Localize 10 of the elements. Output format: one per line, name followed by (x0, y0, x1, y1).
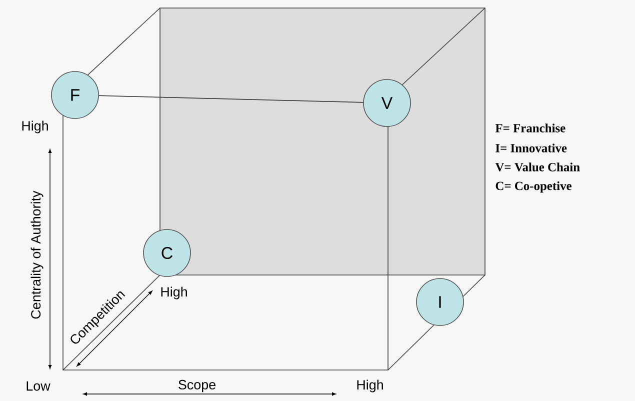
axis-title: Centrality of Authority (30, 190, 44, 319)
legend-entry: F= Franchise (495, 124, 566, 132)
axis-label: Low (26, 381, 50, 391)
axis-label: High (357, 380, 383, 392)
legend-entry: C= Co-opetive (496, 181, 572, 193)
legend-entry: I= Innovative (496, 144, 567, 152)
connector-line (98, 95, 364, 103)
axis-label: High (22, 120, 48, 134)
axis-title: Scope (178, 380, 216, 392)
legend-entry: V= Value Chain (495, 162, 580, 172)
